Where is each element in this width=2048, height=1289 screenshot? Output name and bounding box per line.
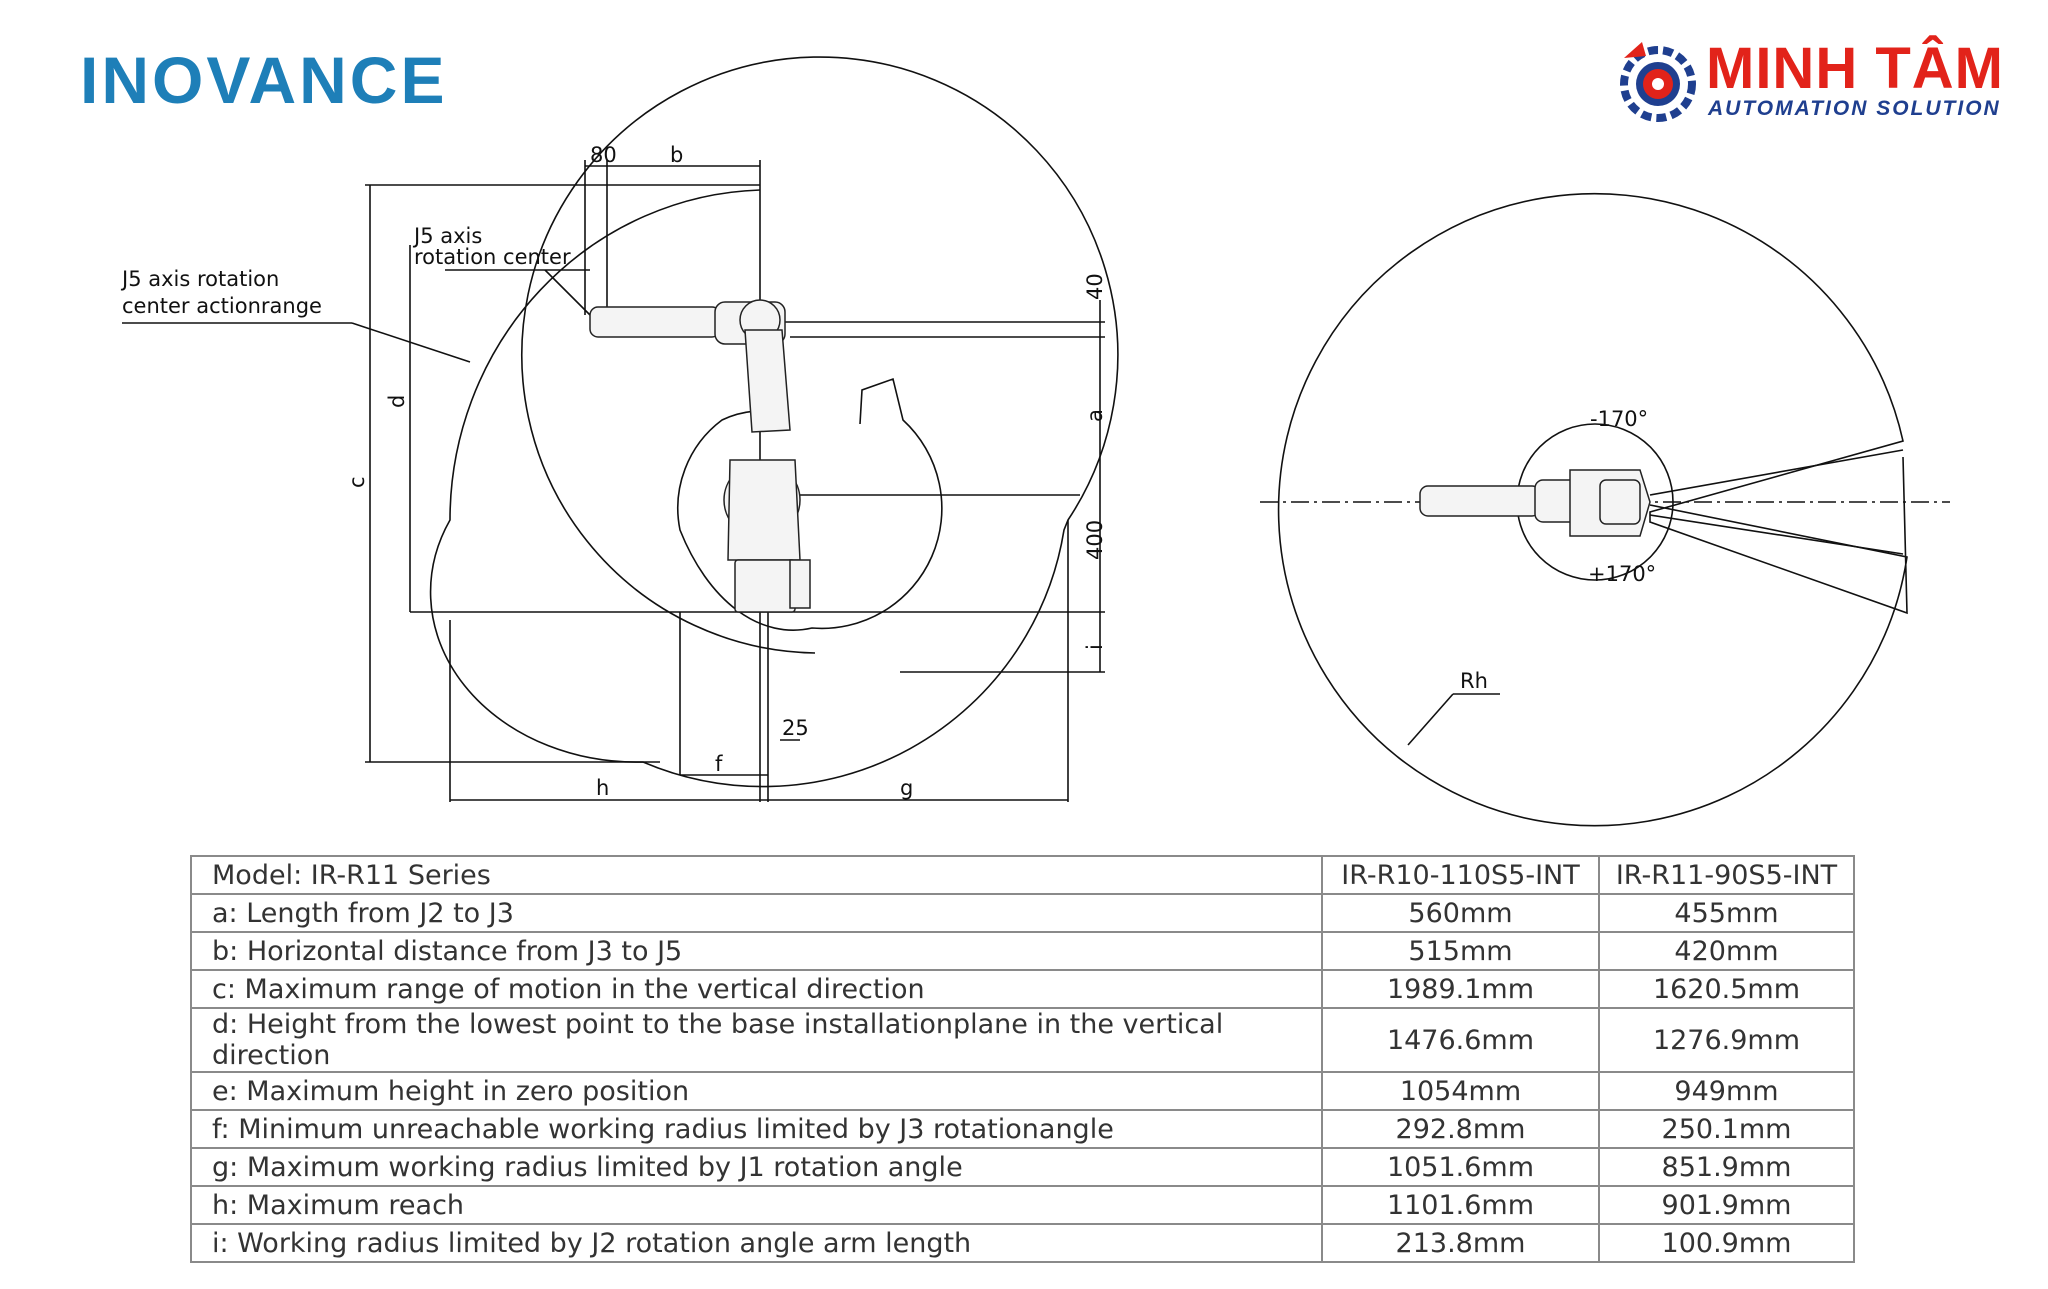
value-cell: 1989.1mm	[1321, 969, 1600, 1009]
inovance-logo: INOVANCE	[80, 43, 448, 117]
parameter-cell: e: Maximum height in zero position	[190, 1071, 1323, 1111]
label-j5-center-1: J5 axis	[412, 224, 482, 248]
value-cell: 901.9mm	[1598, 1185, 1855, 1225]
value-cell: 292.8mm	[1321, 1109, 1600, 1149]
label-dim-a: a	[1083, 409, 1107, 422]
label-dim-b: b	[670, 143, 683, 167]
parameter-cell: d: Height from the lowest point to the b…	[190, 1007, 1323, 1073]
value-cell: 515mm	[1321, 931, 1600, 971]
value-cell: 420mm	[1598, 931, 1855, 971]
label-dim-d: d	[385, 395, 409, 408]
label-j5-center-2: rotation center	[414, 245, 571, 269]
value-cell: 851.9mm	[1598, 1147, 1855, 1187]
value-cell: 100.9mm	[1598, 1223, 1855, 1263]
parameter-cell: h: Maximum reach	[190, 1185, 1323, 1225]
value-cell: 250.1mm	[1598, 1109, 1855, 1149]
table-row: g: Maximum working radius limited by J1 …	[190, 1147, 1855, 1187]
top-angle-pos: +170°	[1588, 562, 1656, 586]
table-row: d: Height from the lowest point to the b…	[190, 1007, 1855, 1073]
label-dim-c: c	[345, 476, 369, 488]
value-cell: 560mm	[1321, 893, 1600, 933]
value-cell: IR-R11-90S5-INT	[1598, 855, 1855, 895]
top-angle-neg: -170°	[1590, 407, 1648, 431]
top-view-outer-boundary	[1277, 192, 1908, 827]
minh-tam-tagline: AUTOMATION SOLUTION	[1708, 97, 2001, 120]
parameter-cell: Model: IR-R11 Series	[190, 855, 1323, 895]
minh-tam-name: MINH TÂM	[1706, 36, 2004, 101]
parameter-cell: g: Maximum working radius limited by J1 …	[190, 1147, 1323, 1187]
label-j5-range-2: center actionrange	[122, 294, 322, 318]
parameter-cell: b: Horizontal distance from J3 to J5	[190, 931, 1323, 971]
value-cell: 1476.6mm	[1321, 1007, 1600, 1073]
value-cell: 1101.6mm	[1321, 1185, 1600, 1225]
label-dim-f: f	[715, 752, 723, 776]
value-cell: 1051.6mm	[1321, 1147, 1600, 1187]
label-j5-range-1: J5 axis rotation	[120, 267, 279, 291]
label-dim-h: h	[596, 776, 609, 800]
parameter-cell: a: Length from J2 to J3	[190, 893, 1323, 933]
value-cell: 949mm	[1598, 1071, 1855, 1111]
minh-tam-gear-logo	[1620, 42, 1696, 122]
table-row: f: Minimum unreachable working radius li…	[190, 1109, 1855, 1149]
value-cell: 455mm	[1598, 893, 1855, 933]
robot-arm-side-view	[589, 299, 811, 613]
top-view-diagram: -170° +170° Rh	[1260, 192, 1950, 827]
value-cell: IR-R10-110S5-INT	[1321, 855, 1600, 895]
side-view-diagram: J5 axis rotation center actionrange J5 a…	[120, 56, 1119, 802]
table-row: i: Working radius limited by J2 rotation…	[190, 1223, 1855, 1263]
inner-unreachable-boundary	[677, 377, 943, 631]
table-row: c: Maximum range of motion in the vertic…	[190, 969, 1855, 1009]
label-dim-g: g	[900, 776, 913, 800]
outer-reach-boundary	[429, 56, 1119, 788]
value-cell: 1054mm	[1321, 1071, 1600, 1111]
label-dim-400: 400	[1083, 520, 1107, 560]
parameter-cell: f: Minimum unreachable working radius li…	[190, 1109, 1323, 1149]
robot-arm-top-view	[1419, 469, 1651, 537]
label-dim-25: 25	[782, 716, 809, 740]
value-cell: 213.8mm	[1321, 1223, 1600, 1263]
label-dim-40: 40	[1083, 273, 1107, 300]
parameter-cell: i: Working radius limited by J2 rotation…	[190, 1223, 1323, 1263]
top-radius-label: Rh	[1460, 669, 1488, 693]
label-dim-80: 80	[590, 143, 617, 167]
parameter-cell: c: Maximum range of motion in the vertic…	[190, 969, 1323, 1009]
value-cell: 1276.9mm	[1598, 1007, 1855, 1073]
label-dim-i: i	[1083, 644, 1107, 650]
value-cell: 1620.5mm	[1598, 969, 1855, 1009]
